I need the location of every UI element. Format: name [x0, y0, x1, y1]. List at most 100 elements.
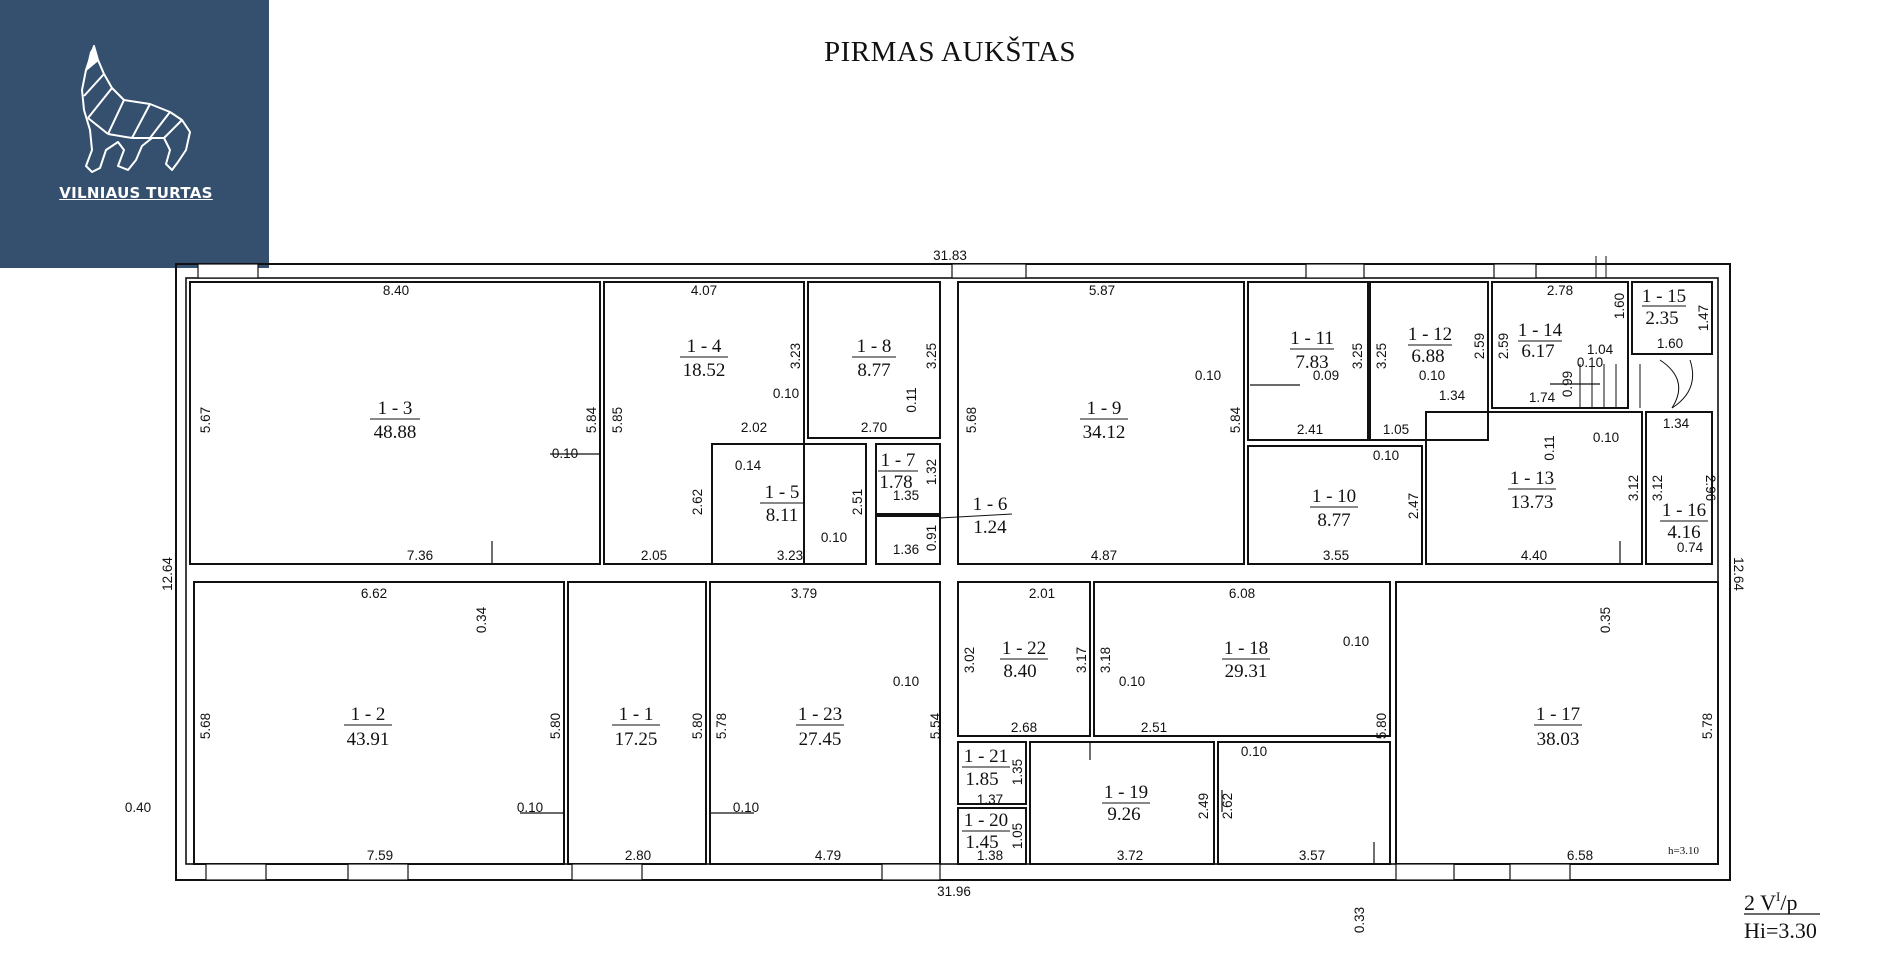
room-1-7: 1 - 71.78 — [878, 450, 918, 493]
room-outline-1-18 — [1093, 581, 1391, 737]
room-1-22: 1 - 228.40 — [1000, 638, 1048, 682]
svg-text:1.34: 1.34 — [1663, 416, 1690, 431]
svg-text:0.35: 0.35 — [1598, 607, 1613, 633]
svg-text:1 - 9: 1 - 9 — [1087, 398, 1122, 419]
svg-text:0.40: 0.40 — [125, 800, 151, 815]
svg-text:12.64: 12.64 — [1731, 557, 1746, 591]
svg-text:2.41: 2.41 — [1297, 422, 1323, 437]
svg-text:2.51: 2.51 — [1141, 720, 1167, 735]
svg-text:7.59: 7.59 — [367, 848, 393, 863]
svg-text:34.12: 34.12 — [1083, 422, 1126, 443]
svg-text:2.80: 2.80 — [625, 848, 651, 863]
room-1-9: 1 - 9 34.12 — [1080, 398, 1128, 443]
svg-text:0.34: 0.34 — [474, 606, 489, 633]
svg-text:6.88: 6.88 — [1411, 346, 1444, 367]
room-outline-1-7 — [875, 443, 941, 515]
ceiling-height-note: h=3.10 — [1668, 845, 1699, 857]
svg-text:0.10: 0.10 — [1419, 368, 1445, 383]
svg-text:5.68: 5.68 — [198, 713, 213, 739]
room-1-5: 1 - 58.11 — [760, 482, 804, 526]
svg-text:5.80: 5.80 — [1374, 713, 1389, 739]
svg-text:2.47: 2.47 — [1406, 493, 1421, 519]
room-outline-1-12 — [1369, 281, 1489, 441]
room-1-15: 1 - 152.35 — [1642, 286, 1686, 329]
svg-text:1 - 2: 1 - 2 — [351, 704, 386, 725]
room-1-20: 1 - 201.45 — [962, 810, 1010, 853]
room-outline-1-19 — [1029, 741, 1215, 865]
room-outline-1-22 — [957, 581, 1091, 737]
svg-text:1 - 12: 1 - 12 — [1408, 324, 1452, 345]
level-note: 2 VI/p Hi=3.30 — [1744, 889, 1820, 943]
svg-text:1.32: 1.32 — [924, 459, 939, 485]
room-outline-1-14 — [1491, 281, 1629, 409]
svg-text:27.45: 27.45 — [799, 729, 842, 750]
room-1-14: 1 - 146.17 — [1518, 320, 1563, 362]
svg-text:0.10: 0.10 — [1195, 368, 1221, 383]
room-1-1: 1 - 117.25 — [612, 704, 660, 750]
svg-text:2.51: 2.51 — [850, 489, 865, 515]
svg-text:0.11: 0.11 — [1542, 435, 1557, 460]
svg-text:2.01: 2.01 — [1029, 586, 1055, 601]
svg-text:0.10: 0.10 — [1593, 430, 1619, 445]
svg-text:4.07: 4.07 — [691, 283, 717, 298]
svg-text:2.49: 2.49 — [1196, 793, 1211, 819]
room-outline-1-5 — [711, 443, 867, 565]
svg-text:2.02: 2.02 — [741, 420, 767, 435]
svg-text:5.67: 5.67 — [198, 407, 213, 433]
room-outline-1-9 — [957, 281, 1245, 565]
room-1-6: 1 - 61.24 — [939, 494, 1013, 538]
svg-text:1.05: 1.05 — [1010, 823, 1025, 849]
svg-text:5.78: 5.78 — [1700, 713, 1715, 739]
svg-text:1 - 14: 1 - 14 — [1518, 320, 1563, 341]
svg-text:0.10: 0.10 — [893, 674, 919, 689]
svg-text:5.84: 5.84 — [584, 406, 599, 433]
horizontal-dimensions: 8.40 4.07 5.87 2.78 7.36 2.05 3.23 1.36 … — [361, 283, 1704, 863]
svg-text:1.37: 1.37 — [977, 792, 1003, 807]
svg-text:1 - 22: 1 - 22 — [1002, 638, 1046, 659]
svg-text:1.85: 1.85 — [965, 769, 998, 790]
svg-text:5.78: 5.78 — [714, 713, 729, 739]
svg-text:1.38: 1.38 — [977, 848, 1003, 863]
svg-text:3.23: 3.23 — [777, 548, 803, 563]
svg-text:3.23: 3.23 — [788, 343, 803, 369]
svg-text:17.25: 17.25 — [615, 729, 658, 750]
svg-text:3.55: 3.55 — [1323, 548, 1349, 563]
room-1-4: 1 - 418.52 — [680, 336, 728, 381]
svg-text:1 - 20: 1 - 20 — [964, 810, 1008, 831]
svg-text:2.70: 2.70 — [861, 420, 887, 435]
logo-panel: VILNIAUS TURTAS — [0, 0, 269, 268]
svg-text:48.88: 48.88 — [374, 422, 417, 443]
svg-text:0.10: 0.10 — [1343, 634, 1369, 649]
svg-text:2.35: 2.35 — [1645, 308, 1678, 329]
svg-text:4.79: 4.79 — [815, 848, 841, 863]
svg-text:2.62: 2.62 — [690, 489, 705, 515]
svg-text:5.80: 5.80 — [548, 713, 563, 739]
svg-text:4.87: 4.87 — [1091, 548, 1117, 563]
room-outline-1-21 — [957, 741, 1027, 805]
room-outline-1-20 — [957, 807, 1027, 865]
svg-text:38.03: 38.03 — [1537, 729, 1580, 750]
svg-text:1.35: 1.35 — [1010, 759, 1025, 785]
room-1-21: 1 - 211.85 — [962, 746, 1010, 790]
room-1-12: 1 - 126.88 — [1408, 324, 1452, 367]
svg-text:1.04: 1.04 — [1587, 342, 1614, 357]
room-outline-1-10 — [1247, 445, 1423, 565]
svg-text:1 - 4: 1 - 4 — [687, 336, 722, 357]
room-1-16: 1 - 164.16 — [1660, 500, 1708, 543]
svg-text:1 - 11: 1 - 11 — [1290, 328, 1334, 349]
svg-text:1.60: 1.60 — [1657, 336, 1683, 351]
svg-text:0.14: 0.14 — [735, 458, 762, 473]
room-1-3: 1 - 3 48.88 — [370, 398, 420, 443]
svg-text:1 - 3: 1 - 3 — [378, 398, 413, 419]
svg-text:5.80: 5.80 — [690, 713, 705, 739]
svg-text:12.64: 12.64 — [160, 557, 175, 591]
svg-text:2.96: 2.96 — [1703, 475, 1718, 501]
svg-text:3.57: 3.57 — [1299, 848, 1325, 863]
svg-text:8.77: 8.77 — [1317, 510, 1350, 531]
svg-text:3.18: 3.18 — [1098, 647, 1113, 673]
svg-text:1 - 10: 1 - 10 — [1312, 486, 1356, 507]
room-1-19: 1 - 199.26 — [1102, 782, 1150, 825]
